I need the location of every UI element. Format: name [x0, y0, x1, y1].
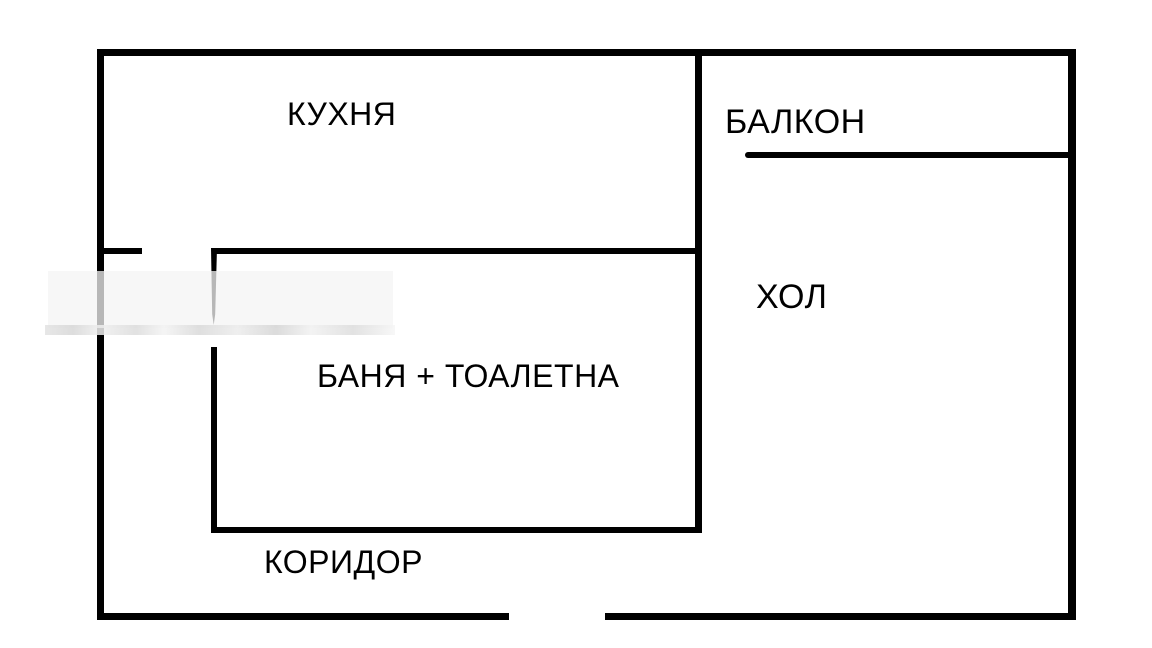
wall-bath-bottom [211, 527, 702, 533]
wall-bath-left-lower [211, 347, 217, 533]
wall-outer-bottom-right-segment [605, 613, 1076, 620]
wall-balcony-rail [745, 152, 1076, 158]
room-label-balcony: БАЛКОН [725, 103, 866, 141]
room-label-bathroom: БАНЯ + ТОАЛЕТНА [317, 358, 620, 394]
wall-kitchen-bottom [212, 248, 695, 254]
room-label-kitchen: КУХНЯ [287, 96, 397, 132]
room-label-hall: ХОЛ [756, 278, 828, 316]
whiteout-smudge-streak [45, 325, 395, 335]
wall-outer-bottom-left-segment [97, 613, 509, 620]
whiteout-smudge [48, 271, 393, 328]
room-label-corridor: КОРИДОР [264, 544, 423, 580]
wall-kitchen-door-stub [97, 248, 142, 254]
wall-outer-right [1068, 49, 1076, 620]
wall-hall-divider [695, 56, 702, 533]
wall-outer-top [97, 49, 1076, 56]
